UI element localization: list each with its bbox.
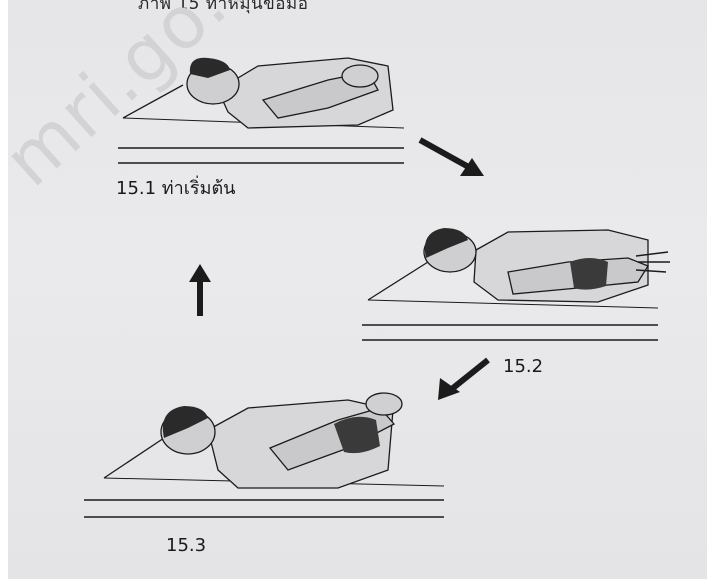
step-3-caption: 15.3 [166,535,206,556]
exercise-page: ภาพ 15 ท่าหมุนข้อมือ mri.go.th [8,0,707,579]
arrow-up-icon [189,264,211,316]
step-1-caption: 15.1 ท่าเริ่มต้น [116,173,235,202]
arrow-down-left-icon [438,360,488,400]
figure-step-3 [84,393,444,517]
figure-step-1 [118,58,404,163]
arrow-down-right-icon [420,140,484,176]
step-2-caption: 15.2 [503,356,543,377]
figure-step-2 [362,228,670,340]
exercise-illustrations [8,0,707,579]
